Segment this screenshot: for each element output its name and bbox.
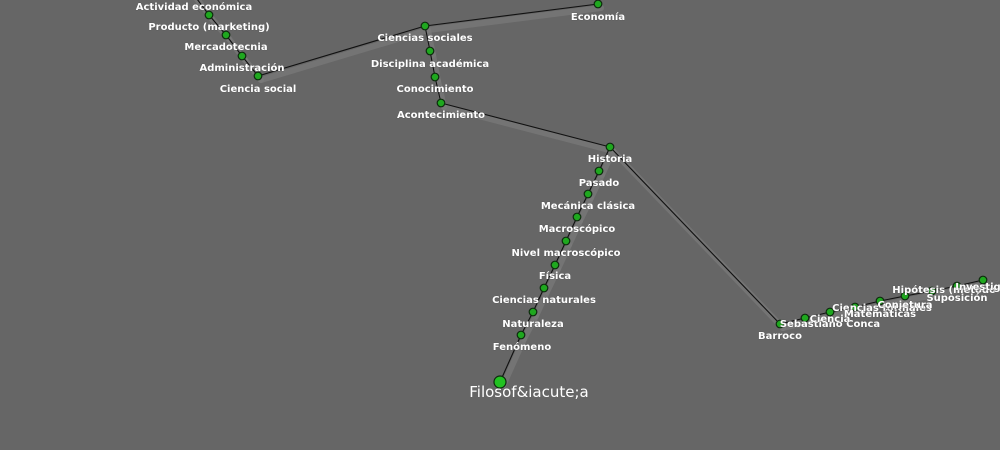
edge-n25-n26 bbox=[904, 290, 933, 297]
graph-node[interactable] bbox=[425, 46, 435, 56]
node-label: Hipótesis (método científico) bbox=[892, 284, 1000, 296]
graph-node[interactable] bbox=[253, 71, 263, 81]
node-label: Economía bbox=[571, 11, 625, 23]
graph-node[interactable] bbox=[978, 275, 988, 285]
graph-node[interactable] bbox=[528, 307, 538, 317]
graph-node[interactable] bbox=[952, 281, 962, 291]
labels-layer: Filosof&iacute;a Fenómeno Naturaleza Cienci… bbox=[135, 1, 1000, 401]
edge-shadow bbox=[577, 195, 594, 224]
graph-node[interactable] bbox=[430, 72, 440, 82]
edge-shadow bbox=[425, 5, 604, 33]
edge-n9-n20 bbox=[609, 146, 781, 325]
node-label: Suposición bbox=[926, 292, 987, 304]
edge-shadow bbox=[830, 308, 861, 319]
edge-n2-n3 bbox=[532, 287, 545, 313]
graph-node[interactable] bbox=[572, 212, 582, 222]
graph-node[interactable] bbox=[420, 21, 430, 31]
node-label: Mercadotecnia bbox=[184, 42, 267, 53]
graph-node[interactable] bbox=[825, 307, 835, 317]
edge-n10-n11 bbox=[434, 76, 442, 104]
edge-n0-n1 bbox=[499, 334, 522, 383]
edge-n5-n6 bbox=[565, 216, 578, 242]
node-label: Producto (marketing) bbox=[148, 22, 269, 33]
node-label: Pasado bbox=[579, 178, 620, 189]
edge-shadow bbox=[533, 289, 550, 319]
graph-node[interactable] bbox=[221, 30, 231, 40]
edge-shadow bbox=[880, 297, 911, 308]
node-label: Filosof&iacute;a bbox=[469, 383, 589, 401]
graph-node[interactable] bbox=[594, 166, 604, 176]
node-label: Barroco bbox=[758, 331, 802, 342]
edge-shadow bbox=[932, 287, 963, 298]
node-label: Matemáticas bbox=[844, 308, 916, 320]
node-label: Conjetura bbox=[877, 300, 932, 311]
node-label: Ciencias formales bbox=[832, 303, 932, 314]
edge-shadow bbox=[905, 292, 938, 303]
edge-shadow bbox=[566, 218, 583, 248]
graph-node[interactable] bbox=[516, 330, 526, 340]
node-label: Investigación bbox=[955, 281, 1000, 293]
node-label: Conocimiento bbox=[397, 84, 474, 95]
edge-shadow bbox=[521, 313, 539, 342]
edge-n4-n5 bbox=[554, 240, 567, 266]
graph-node[interactable] bbox=[605, 142, 615, 152]
node-label: Historia bbox=[588, 154, 633, 165]
edge-shadow bbox=[957, 281, 989, 293]
node-label: Sebastiano Conca bbox=[780, 319, 880, 330]
edge-n13-n14 bbox=[424, 3, 599, 27]
graph-node[interactable] bbox=[927, 286, 937, 296]
edge-shadow bbox=[588, 172, 605, 201]
node-label: Mecánica clásica bbox=[541, 200, 635, 212]
nodes-layer[interactable] bbox=[190, 0, 988, 389]
edge-n11-n12 bbox=[429, 50, 436, 78]
graph-node[interactable] bbox=[800, 313, 810, 323]
graph-node[interactable] bbox=[561, 236, 571, 246]
node-label: Física bbox=[539, 270, 571, 282]
edge-shadow bbox=[780, 319, 811, 331]
edge-n16-n17 bbox=[225, 34, 243, 57]
node-label: Ciencias sociales bbox=[377, 33, 472, 44]
edge-shadow bbox=[258, 27, 431, 83]
node-label: Ciencia bbox=[810, 314, 851, 325]
node-label: Nivel macroscópico bbox=[511, 247, 620, 259]
graph-node[interactable] bbox=[900, 291, 910, 301]
node-label: Disciplina académica bbox=[371, 58, 489, 70]
edge-shadow bbox=[805, 313, 836, 325]
graph-node[interactable] bbox=[237, 51, 247, 61]
graph-node[interactable] bbox=[875, 296, 885, 306]
graph-node[interactable] bbox=[583, 189, 593, 199]
edge-shadow bbox=[855, 302, 886, 314]
edge-n9-n10 bbox=[440, 102, 611, 148]
edge-shadow bbox=[544, 266, 561, 295]
node-label: Macroscópico bbox=[539, 223, 616, 235]
node-label: Administración bbox=[199, 62, 284, 74]
node-label: Naturaleza bbox=[502, 319, 563, 330]
node-label: Ciencia social bbox=[220, 84, 297, 95]
graph-node[interactable] bbox=[436, 98, 446, 108]
graph-node[interactable] bbox=[550, 260, 560, 270]
edge-shadow bbox=[599, 148, 616, 178]
edge-shadow bbox=[441, 104, 616, 154]
node-label: Actividad económica bbox=[136, 1, 252, 13]
node-label: Ciencias naturales bbox=[492, 295, 596, 306]
edge-n8-n9 bbox=[598, 146, 611, 172]
edge-shadow bbox=[555, 242, 572, 272]
node-label: Acontecimiento bbox=[397, 110, 485, 121]
graph-node[interactable] bbox=[539, 283, 549, 293]
graph-node[interactable] bbox=[493, 375, 507, 389]
edge-shadow bbox=[500, 336, 527, 389]
edge-shadow bbox=[610, 148, 786, 331]
graph-node[interactable] bbox=[775, 319, 785, 329]
edge-n27-n28 bbox=[956, 279, 984, 287]
edge-n13-n15 bbox=[257, 25, 426, 77]
graph-node[interactable] bbox=[850, 302, 860, 312]
node-label: Fenómeno bbox=[493, 341, 552, 353]
graph-node[interactable] bbox=[593, 0, 603, 9]
graph-node[interactable] bbox=[204, 10, 214, 20]
